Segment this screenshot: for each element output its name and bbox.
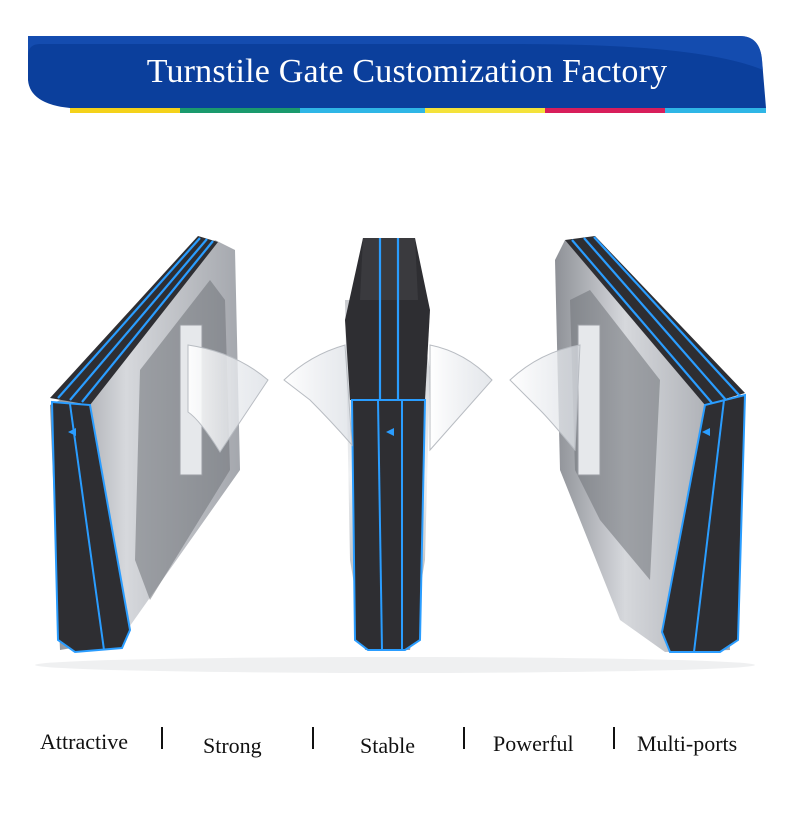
stripe-blue-2 [665,108,766,113]
stripe-red [545,108,665,113]
feature-powerful: Powerful [493,731,574,756]
feature-attractive: Attractive [40,729,128,754]
feature-stable: Stable [360,733,415,758]
banner-shape [28,36,766,113]
feature-divider [312,727,314,749]
header-banner: Turnstile Gate Customization Factory [0,0,790,120]
feature-divider [613,727,615,749]
feature-multi-ports: Multi-ports [637,731,738,756]
feature-divider [463,727,465,749]
stripe-green [180,108,300,113]
feature-strong: Strong [203,733,262,758]
stripe-yellow-2 [425,108,545,113]
stripe-yellow [70,108,180,113]
page-title: Turnstile Gate Customization Factory [146,53,668,90]
feature-list: Attractive Strong Stable Powerful Multi-… [0,725,790,765]
feature-divider [161,727,163,749]
middle-gate-cabinet [283,238,493,651]
stripe-blue [300,108,425,113]
right-gate-cabinet [509,236,747,653]
turnstile-gates-image [0,200,790,700]
left-gate-cabinet [50,236,269,654]
